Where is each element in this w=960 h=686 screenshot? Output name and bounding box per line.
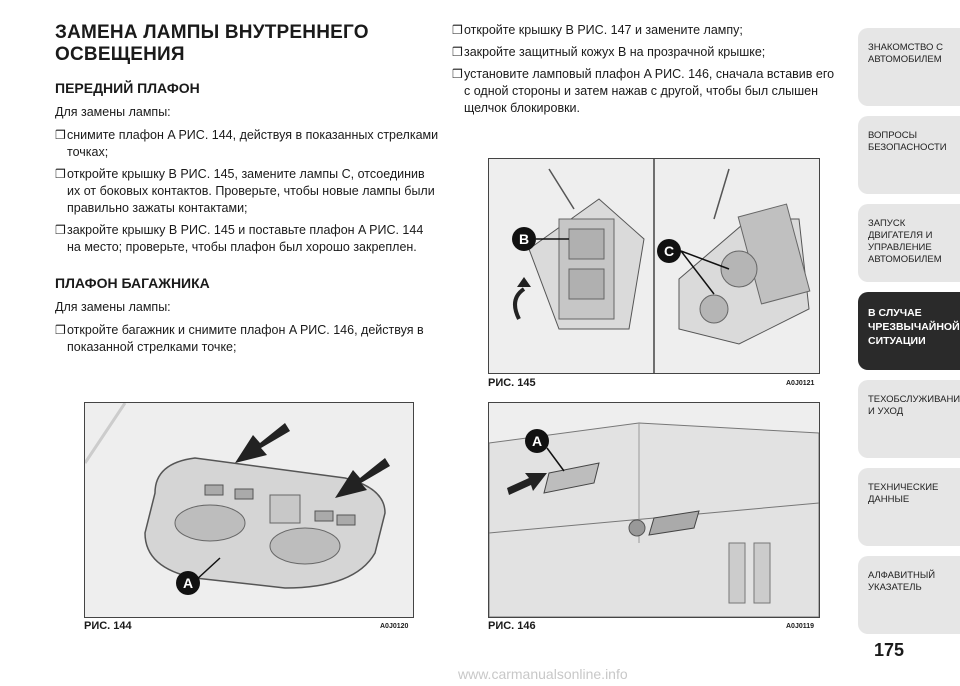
arrow-icon	[507, 473, 547, 495]
page-number: 175	[874, 640, 905, 660]
front-light-heading: ПЕРЕДНИЙ ПЛАФОН	[55, 80, 200, 96]
left-column: ЗАМЕНА ЛАМПЫ ВНУТРЕННЕГО ОСВЕЩЕНИЯ ПЕРЕД…	[55, 22, 440, 361]
figure-146-caption: РИС. 146	[488, 620, 536, 632]
tab-maintenance[interactable]: ТЕХОБСЛУЖИВАНИЕ И УХОД	[858, 380, 960, 458]
page-title: ЗАМЕНА ЛАМПЫ ВНУТРЕННЕГО ОСВЕЩЕНИЯ	[55, 22, 369, 65]
figure-144-code: A0J0120	[380, 623, 409, 630]
trunk-step: ❒откройте крышку B РИС. 147 и замените л…	[452, 23, 743, 37]
arrow-icon	[235, 423, 290, 463]
figure-146-code: A0J0119	[786, 623, 815, 630]
svg-text:C: C	[664, 243, 674, 259]
figure-146: A	[488, 402, 820, 618]
watermark: www.carmanualsonline.info	[458, 666, 628, 682]
tab-index[interactable]: АЛФАВИТНЫЙ УКАЗАТЕЛЬ	[858, 556, 960, 634]
tab-starting-driving[interactable]: ЗАПУСК ДВИГАТЕЛЯ И УПРАВЛЕНИЕ АВТОМОБИЛЕ…	[858, 204, 960, 282]
dome-light-illustration: A	[85, 403, 413, 617]
right-column: ❒откройте крышку B РИС. 147 и замените л…	[452, 22, 842, 122]
bullet-icon: ❒	[452, 67, 463, 81]
lamp-housing-illustration: B C	[489, 159, 819, 373]
bullet-icon: ❒	[55, 128, 66, 142]
figure-145-caption: РИС. 145	[488, 377, 536, 389]
tab-technical-data[interactable]: ТЕХНИЧЕСКИЕ ДАННЫЕ	[858, 468, 960, 546]
tab-safety[interactable]: ВОПРОСЫ БЕЗОПАСНОСТИ	[858, 116, 960, 194]
svg-text:A: A	[183, 575, 193, 591]
bullet-icon: ❒	[452, 45, 463, 59]
front-step: ❒откройте крышку B РИС. 145, замените ла…	[55, 167, 435, 215]
svg-text:A: A	[532, 433, 542, 449]
trunk-light-illustration: A	[489, 403, 819, 617]
label-a-icon: A	[176, 571, 200, 595]
front-intro: Для замены лампы:	[55, 105, 171, 119]
label-a-icon: A	[525, 429, 549, 453]
figure-145: B C	[488, 158, 820, 374]
figure-144-caption: РИС. 144	[84, 620, 132, 632]
arrow-icon	[335, 458, 390, 498]
bullet-icon: ❒	[55, 167, 66, 181]
label-c-icon: C	[657, 239, 681, 263]
bullet-icon: ❒	[55, 223, 66, 237]
trunk-step: ❒откройте багажник и снимите плафон A РИ…	[55, 323, 424, 354]
tab-emergency[interactable]: В СЛУЧАЕ ЧРЕЗВЫЧАЙНОЙ СИТУАЦИИ	[858, 292, 960, 370]
trunk-intro: Для замены лампы:	[55, 300, 171, 314]
label-b-icon: B	[512, 227, 536, 251]
trunk-step: ❒установите ламповый плафон A РИС. 146, …	[452, 67, 835, 115]
bullet-icon: ❒	[452, 23, 463, 37]
front-step: ❒снимите плафон A РИС. 144, действуя в п…	[55, 128, 439, 159]
front-step: ❒закройте крышку B РИС. 145 и поставьте …	[55, 223, 424, 254]
figure-144: A	[84, 402, 414, 618]
bullet-icon: ❒	[55, 323, 66, 337]
figure-145-code: A0J0121	[786, 380, 815, 387]
tab-introduction[interactable]: ЗНАКОМСТВО С АВТОМОБИЛЕМ	[858, 28, 960, 106]
trunk-light-heading: ПЛАФОН БАГАЖНИКА	[55, 275, 210, 291]
trunk-step: ❒закройте защитный кожух B на прозрачной…	[452, 45, 766, 59]
svg-text:B: B	[519, 231, 529, 247]
